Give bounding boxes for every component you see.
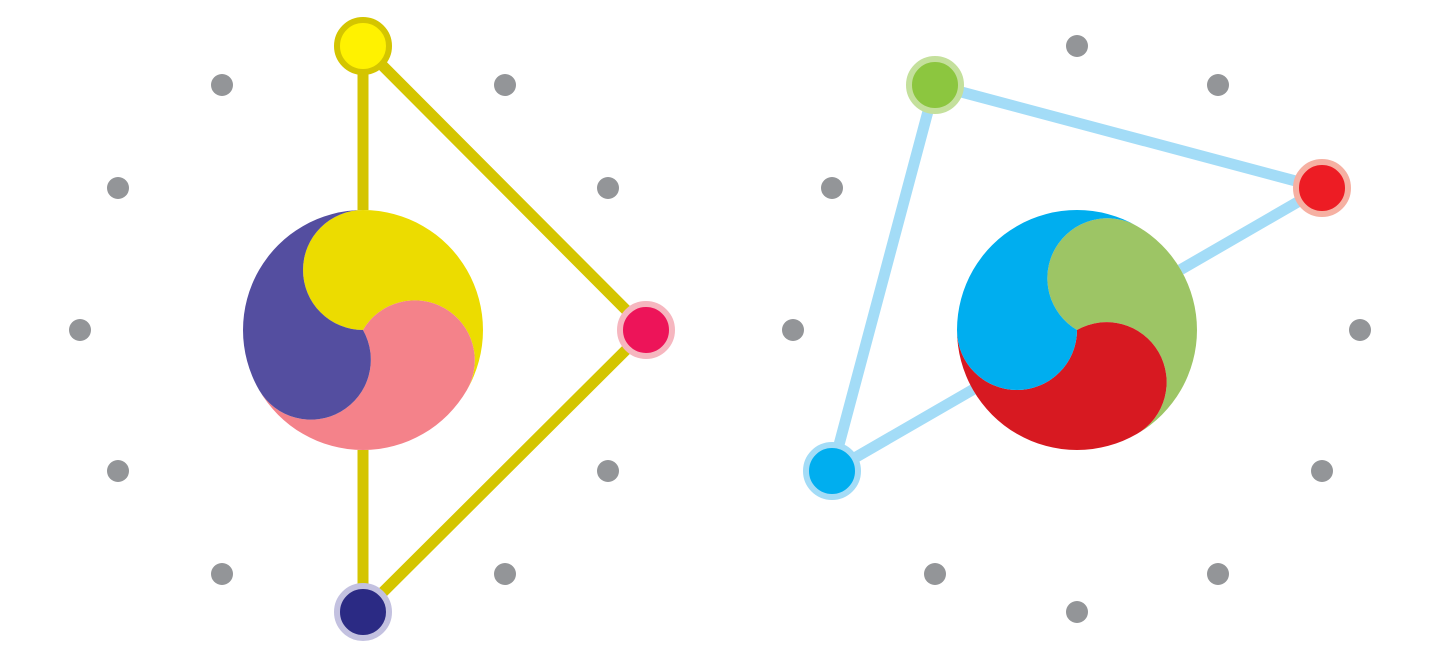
nodes xyxy=(334,17,675,641)
grid-dot xyxy=(924,563,946,585)
swirl-segment xyxy=(1047,218,1197,434)
grid-dot xyxy=(1311,460,1333,482)
grid-dot xyxy=(821,177,843,199)
grid-dot xyxy=(597,177,619,199)
grid-dot xyxy=(597,460,619,482)
connector-line xyxy=(826,79,941,477)
grid-dot xyxy=(69,319,91,341)
node-navy xyxy=(334,583,392,641)
grid-dot xyxy=(107,460,129,482)
connector-line xyxy=(357,324,652,618)
left-triad-diagram xyxy=(69,17,675,641)
swirl-segment xyxy=(303,210,483,390)
grid-dot xyxy=(1066,35,1088,57)
grid-dot xyxy=(1207,563,1229,585)
grid-dot xyxy=(1207,74,1229,96)
grid-dots xyxy=(782,35,1371,623)
swirl-segment xyxy=(259,300,475,450)
node-green xyxy=(906,56,964,114)
grid-dot xyxy=(1066,601,1088,623)
swirl-disc xyxy=(243,210,483,450)
swirl-segment xyxy=(957,322,1167,450)
grid-dot xyxy=(107,177,129,199)
grid-dot xyxy=(494,563,516,585)
node-red xyxy=(1293,159,1351,217)
grid-dot xyxy=(494,74,516,96)
node-yellow xyxy=(334,17,392,75)
grid-dot xyxy=(782,319,804,341)
connector-line xyxy=(357,40,652,336)
swirl-segment xyxy=(243,210,371,420)
swirl-disc xyxy=(957,210,1197,450)
grid-dot xyxy=(211,74,233,96)
swirl-segment xyxy=(957,210,1137,390)
right-triad-diagram xyxy=(782,35,1371,623)
grid-dot xyxy=(211,563,233,585)
nodes xyxy=(803,56,1351,500)
node-blue xyxy=(803,442,861,500)
node-pink xyxy=(617,301,675,359)
grid-dot xyxy=(1349,319,1371,341)
connector-line xyxy=(929,79,1328,194)
grid-dots xyxy=(69,74,619,585)
